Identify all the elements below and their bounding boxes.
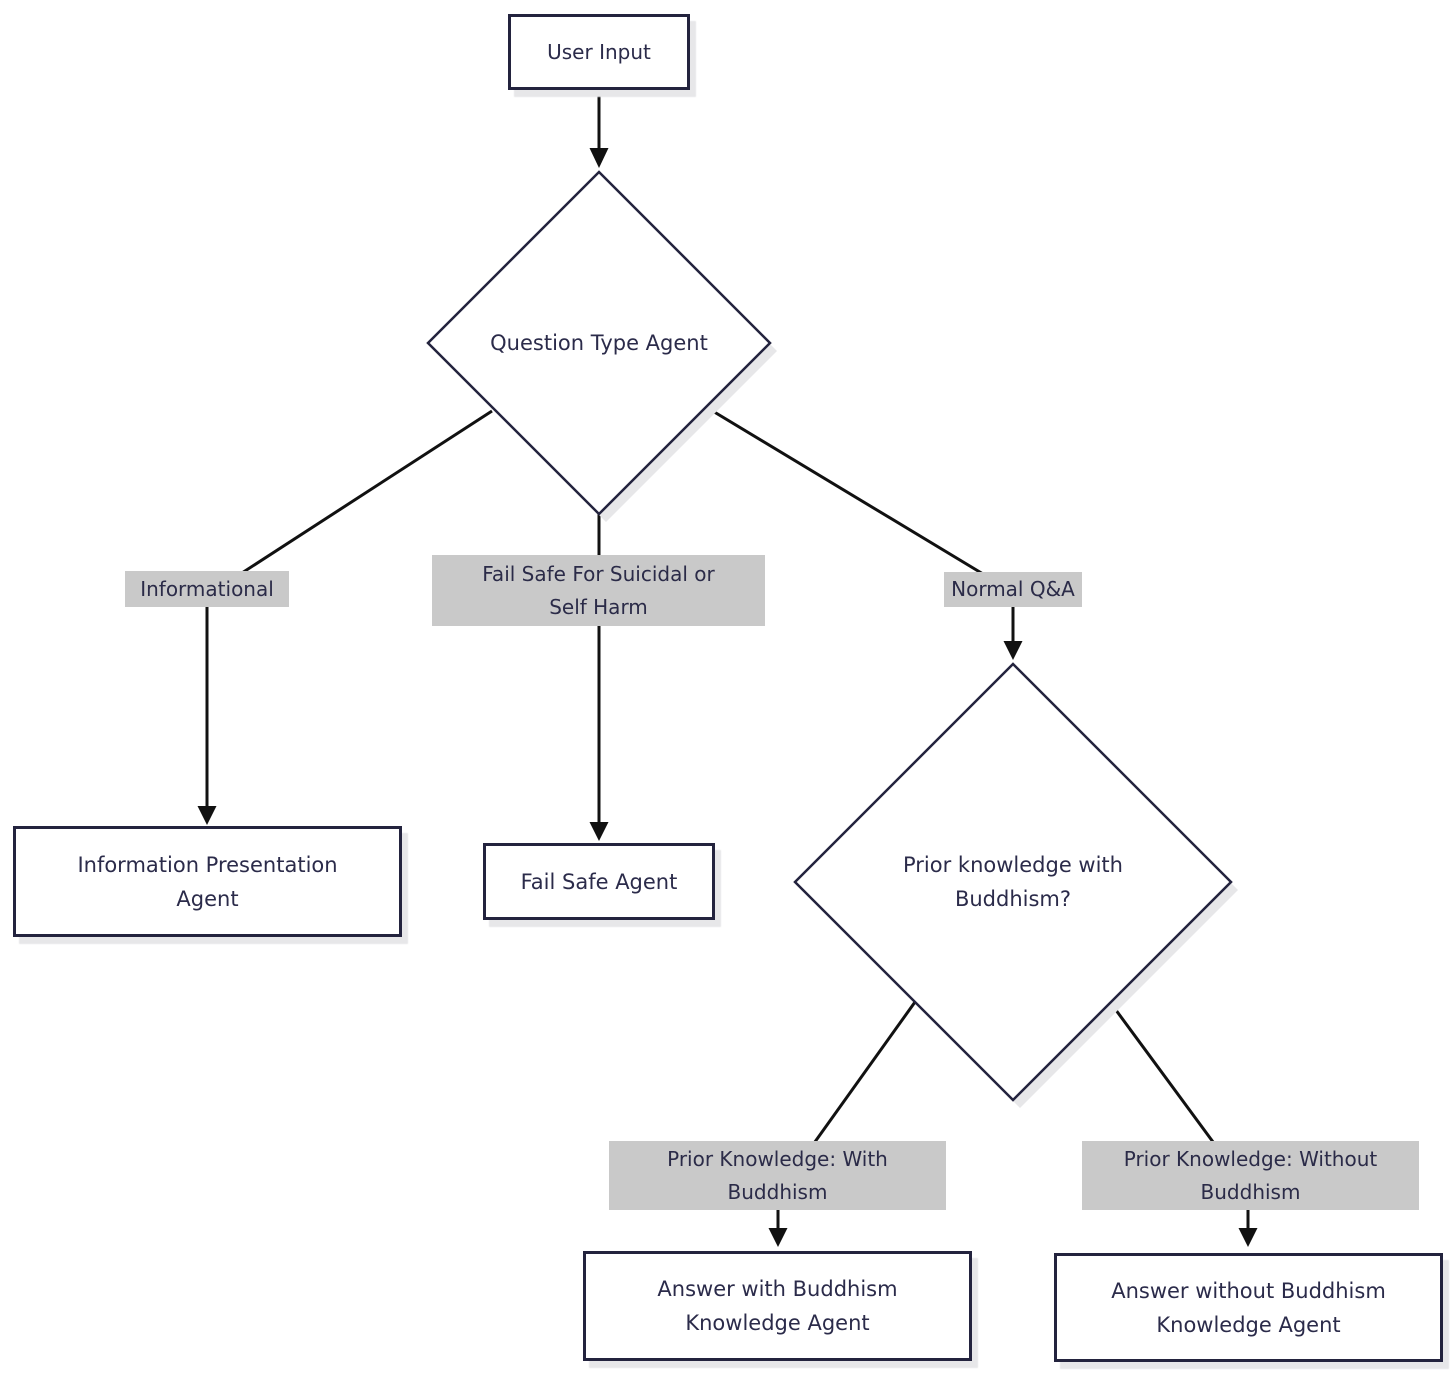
edge-label-prior-knowledge-without-buddhism: Prior Knowledge: Without Buddhism — [1082, 1141, 1419, 1210]
edge-question-to-informational — [227, 409, 493, 584]
arrowhead-into-fail-safe-agent — [589, 822, 609, 841]
arrowhead-into-answer-without — [1238, 1228, 1258, 1247]
edge-label-informational: Informational — [125, 571, 289, 607]
node-answer-without-buddhism-knowledge-agent: Answer without Buddhism Knowledge Agent — [1054, 1253, 1443, 1362]
edge-label-fail-safe-for-suicidal-or-self-harm: Fail Safe For Suicidal or Self Harm — [432, 555, 765, 626]
edge-diamond2-to-pkwith — [810, 1001, 917, 1147]
node-user-input: User Input — [508, 14, 690, 90]
arrowhead-into-diamond1 — [589, 148, 609, 168]
node-information-presentation-agent: Information Presentation Agent — [13, 826, 402, 937]
node-answer-with-buddhism-knowledge-agent: Answer with Buddhism Knowledge Agent — [583, 1251, 972, 1361]
diamond-question-type-shape — [426, 170, 772, 516]
edge-diamond2-to-pkwithout — [1108, 1001, 1218, 1147]
diamond-prior-knowledge-shape — [793, 662, 1233, 1102]
edge-label-prior-knowledge-with-buddhism: Prior Knowledge: With Buddhism — [609, 1141, 946, 1210]
edge-question-to-normalqa — [705, 405, 994, 582]
arrowhead-into-answer-with — [768, 1228, 788, 1247]
edge-label-normal-qa: Normal Q&A — [944, 572, 1082, 607]
node-fail-safe-agent: Fail Safe Agent — [483, 843, 715, 920]
arrowhead-into-info-presentation — [197, 806, 217, 825]
arrowhead-into-diamond2 — [1003, 641, 1023, 660]
node-prior-knowledge-label: Prior knowledge with Buddhism? — [903, 853, 1123, 911]
node-question-type-agent-label: Question Type Agent — [490, 331, 708, 355]
